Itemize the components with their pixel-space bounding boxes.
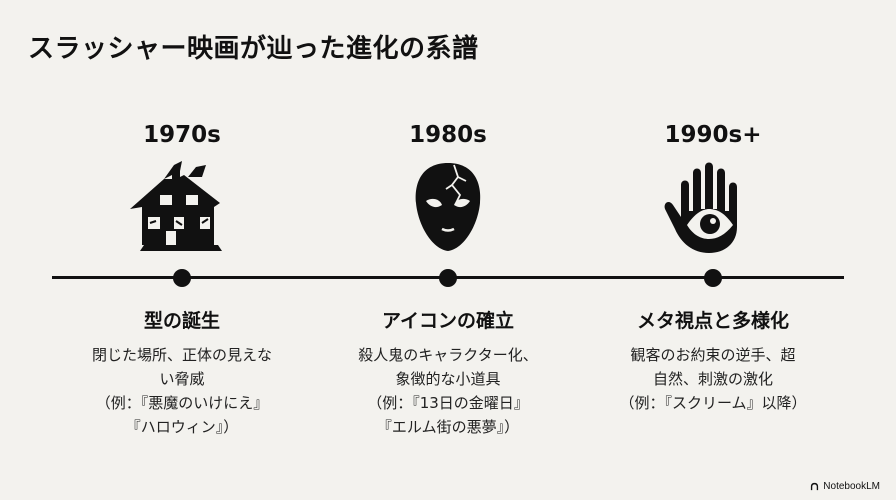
- timeline-dot-1980s: [439, 269, 457, 287]
- era-label-1980s: 1980s: [409, 122, 487, 148]
- era-label-1970s: 1970s: [143, 122, 221, 148]
- stage-description: 観客のお約束の逆手、超 自然、刺激の激化 （例：『スクリーム』以降）: [619, 345, 807, 412]
- stage-description: 閉じた場所、正体の見えな い脅威 （例：『悪魔のいけにえ』 『ハロウィン』）: [91, 345, 272, 436]
- stage-heading: メタ視点と多様化: [636, 310, 789, 332]
- brand-watermark: NotebookLM: [810, 481, 880, 492]
- stage-heading: アイコンの確立: [381, 310, 515, 332]
- timeline-dot-1970s: [173, 269, 191, 287]
- page-title: スラッシャー映画が辿った進化の系譜: [28, 34, 479, 64]
- eye-hand-icon: [653, 159, 773, 255]
- stage-description: 殺人鬼のキャラクター化、 象徴的な小道具 （例：『13日の金曜日』 『エルム街の…: [358, 345, 538, 436]
- timeline-dot-1990s: [704, 269, 722, 287]
- era-label-1990s: 1990s+: [664, 122, 762, 148]
- brand-name: NotebookLM: [823, 481, 880, 492]
- cracked-mask-icon: [388, 159, 508, 255]
- stage-1990s: メタ視点と多様化 観客のお約束の逆手、超 自然、刺激の激化 （例：『スクリーム』…: [593, 310, 833, 415]
- haunted-house-icon: [122, 159, 242, 255]
- notebooklm-logo-icon: [810, 482, 819, 491]
- stage-heading: 型の誕生: [143, 310, 220, 332]
- stage-1980s: アイコンの確立 殺人鬼のキャラクター化、 象徴的な小道具 （例：『13日の金曜日…: [328, 310, 568, 439]
- stage-1970s: 型の誕生 閉じた場所、正体の見えな い脅威 （例：『悪魔のいけにえ』 『ハロウィ…: [62, 310, 302, 439]
